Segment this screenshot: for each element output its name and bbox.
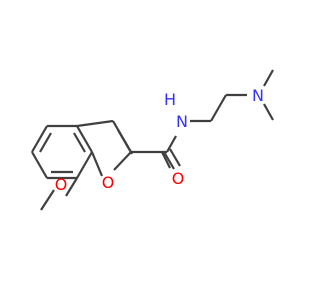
bond <box>76 151 93 179</box>
bond-double-a <box>163 151 175 170</box>
bond <box>166 135 177 153</box>
dimethylamino-group: N <box>252 69 274 121</box>
bond <box>76 125 93 153</box>
molecule-diagram: O O O O N H N <box>31 69 274 211</box>
structure-svg: O O O O N H N <box>31 69 274 211</box>
carbonyl-oxygen-label: O <box>172 169 185 188</box>
bond <box>210 94 227 122</box>
methoxy-oxygen-label-visible: O <box>55 175 68 194</box>
bond <box>76 119 114 128</box>
furan-ring: O <box>76 119 133 192</box>
bond <box>31 125 48 153</box>
amide-hydrogen-label: H <box>164 90 176 109</box>
bond <box>161 151 171 169</box>
benzene-ring <box>31 124 93 180</box>
bond-double-inner <box>73 132 86 153</box>
bond-double-inner <box>117 129 133 155</box>
furan-oxygen-label: O <box>102 173 115 192</box>
bond <box>263 103 274 121</box>
bond <box>65 177 78 197</box>
carboxamide-group: O N H <box>131 90 188 188</box>
bond <box>113 151 132 171</box>
bond-double-inner <box>39 132 52 153</box>
bond <box>40 189 55 211</box>
amine-nitrogen-label: N <box>252 86 264 105</box>
bond <box>90 151 104 177</box>
bond <box>31 151 48 179</box>
methoxy-group: O O <box>40 175 78 211</box>
bond-double-b <box>169 148 181 167</box>
amide-nitrogen-label: N <box>176 112 188 131</box>
ethyl-linker <box>190 93 247 123</box>
bond <box>263 69 274 87</box>
